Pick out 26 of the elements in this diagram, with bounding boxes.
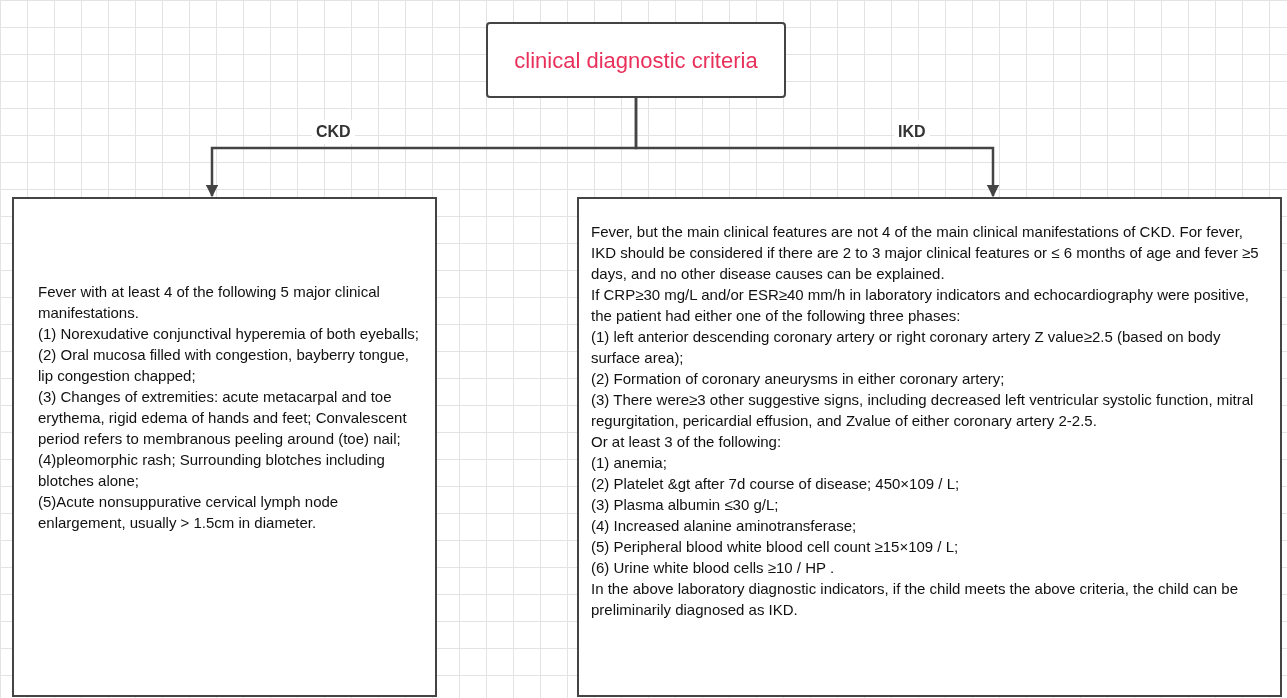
criteria-text: (4)pleomorphic rash; Surrounding blotches including blotches alone; (38, 450, 386, 491)
criteria-text: (5)Acute nonsuppurative cervical lymph node enlargement, usually > 1.5cm in diameter. (38, 492, 340, 533)
title-text: clinical diagnostic criteria (514, 46, 758, 75)
criteria-text: (2) Oral mucosa filled with congestion, bayberry tongue, lip congestion chapped; (38, 345, 410, 386)
criteria-text: In the above laboratory diagnostic indicators, if the child meets the above criteria, the child can be preliminarily diagnosed as IKD. (591, 579, 1240, 620)
criteria-text: (3) There were≥3 other suggestive signs, including decreased left ventricular systolic function, mitral regurgitation, pericardial effusion, and Zvalue of either coronary artery 2-2.5. (591, 390, 1255, 431)
criteria-text: (1) anemia; (591, 453, 668, 473)
criteria-text: If CRP≥30 mg/L and/or ESR≥40 mm/h in laboratory indicators and echocardiography were positive, the patient had either one of the following three phases: (591, 285, 1250, 326)
criteria-text: Or at least 3 of the following: (591, 432, 783, 452)
criteria-text: (6) Urine white blood cells ≥10 / HP . (591, 558, 836, 578)
edge-label: IKD (894, 120, 930, 144)
criteria-text: (3) Changes of extremities: acute metacarpal and toe erythema, rigid edema of hands and feet; Convalescent period refers to membranous peeling around (toe) nail; (38, 387, 408, 449)
criteria-text: Fever, but the main clinical features are not 4 of the main clinical manifestations of CKD. For fever, IKD should be considered if there are 2 to 3 major clinical features or ≤ 6 months of age and fever ≥5 days, and no other disease causes can be explained. (591, 222, 1260, 284)
criteria-text: (2) Formation of coronary aneurysms in either coronary artery; (591, 369, 1006, 389)
criteria-text: (4) Increased alanine aminotransferase; (591, 516, 858, 536)
criteria-box (577, 197, 1282, 697)
criteria-text: (2) Platelet &gt after 7d course of disease; 450×109 / L; (591, 474, 961, 494)
criteria-text: (5) Peripheral blood white blood cell count ≥15×109 / L; (591, 537, 960, 557)
criteria-text: (1) left anterior descending coronary artery or right coronary artery Z value≥2.5 (based on body surface area); (591, 327, 1222, 368)
criteria-text: Fever with at least 4 of the following 5 major clinical manifestations. (38, 282, 381, 323)
criteria-text: (3) Plasma albumin ≤30 g/L; (591, 495, 780, 515)
edge-label: CKD (312, 120, 355, 144)
title-box (486, 22, 786, 98)
criteria-box (12, 197, 437, 697)
criteria-text: (1) Norexudative conjunctival hyperemia of both eyeballs; (38, 324, 421, 344)
connector-arrow (634, 98, 1000, 198)
